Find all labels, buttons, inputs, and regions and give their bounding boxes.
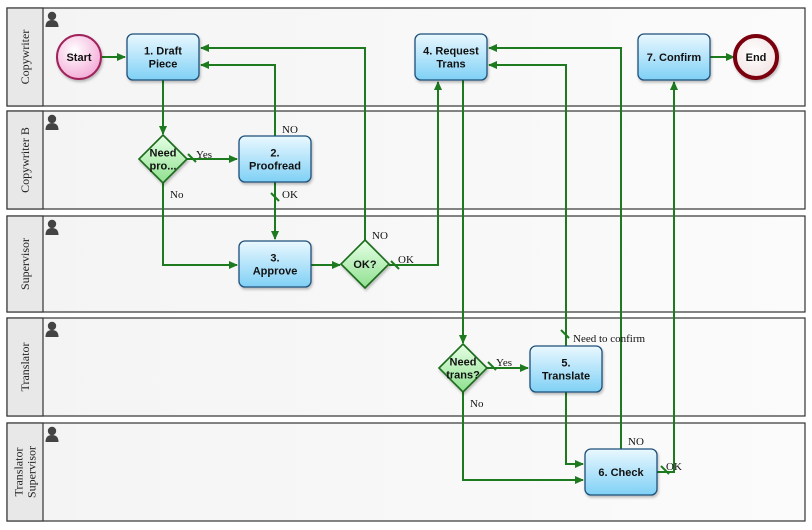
gateway-diamond[interactable] [137,133,189,185]
node-ok[interactable]: OK? [339,238,391,290]
edge-label: No [470,398,484,410]
lane-translator: Translator [6,317,806,417]
edges [101,44,735,484]
edge-label: OK [282,189,298,201]
lane-label: Translator [18,343,32,392]
edge-label: NO [372,230,388,242]
start-event[interactable] [56,34,102,80]
node-label: 2.Proofread [249,148,301,173]
condition-tick [270,192,280,202]
edge-label: No [170,189,184,201]
person-icon [45,426,59,442]
edge-check-to-request[interactable] [488,44,622,449]
lane-copywriter_b: Copywriter B [6,110,806,210]
task-box[interactable] [414,33,488,81]
node-confirm[interactable]: 7. Confirm [637,33,711,81]
lane-label: Copywriter B [18,127,32,193]
node-translate[interactable]: 5.Translate [529,345,603,393]
edge-label: NO [628,436,644,448]
edge-needtrans-to-check[interactable] [462,392,584,484]
edge-label: Yes [196,149,212,161]
node-end[interactable]: End [733,34,779,80]
edge-ok-to-draft[interactable] [200,44,366,240]
gateway-diamond[interactable] [437,342,489,394]
task-box[interactable] [238,240,312,288]
node-label: 6. Check [598,467,644,479]
lane-label: Supervisor [18,238,32,290]
condition-tick [560,329,570,339]
lane-label: Copywriter [18,30,32,85]
edge-label: Yes [496,357,512,369]
lane-header [6,422,44,522]
edge-label: OK [666,461,682,473]
edge-label: Need to confirm [573,333,646,345]
edge-translate-to-request[interactable] [488,61,567,346]
node-label: 7. Confirm [647,52,702,64]
lane-header [6,317,44,417]
condition-tick [390,260,400,270]
edge-translate-to-check[interactable] [565,392,584,468]
edge-proofread-to-draft[interactable] [200,61,276,136]
edge-label: NO [282,124,298,136]
node-approve[interactable]: 3.Approve [238,240,312,288]
task-box[interactable] [584,448,658,496]
node-start[interactable]: Start [56,34,102,80]
edge-ok-to-request[interactable] [389,81,442,266]
condition-tick [660,465,670,475]
lane-header [6,215,44,313]
person-icon [45,11,59,27]
gateway-diamond[interactable] [339,238,391,290]
lane-header [6,7,44,107]
person-icon [45,321,59,337]
node-label: Start [66,52,91,64]
lane-label: TranslatorSupervisor [12,446,39,498]
edge-check-to-confirm[interactable] [657,81,678,473]
node-label: End [746,52,767,64]
task-box[interactable] [126,33,200,81]
task-box[interactable] [529,345,603,393]
lane-body [6,110,806,210]
task-box[interactable] [637,33,711,81]
lane-body [6,422,806,522]
lane-header [6,110,44,210]
node-label: 5.Translate [542,358,590,383]
person-icon [45,114,59,130]
node-label: OK? [353,259,377,271]
lane-body [6,317,806,417]
condition-tick [487,361,497,371]
node-label: 3.Approve [253,253,298,278]
node-proofread[interactable]: 2.Proofread [238,135,312,183]
task-box[interactable] [238,135,312,183]
edge-label: OK [398,254,414,266]
edge-needpro-to-approve[interactable] [162,183,238,269]
node-check[interactable]: 6. Check [584,448,658,496]
lane-translator_supervisor: TranslatorSupervisor [6,422,806,522]
end-event[interactable] [733,34,779,80]
condition-tick [187,153,197,163]
person-icon [45,219,59,235]
